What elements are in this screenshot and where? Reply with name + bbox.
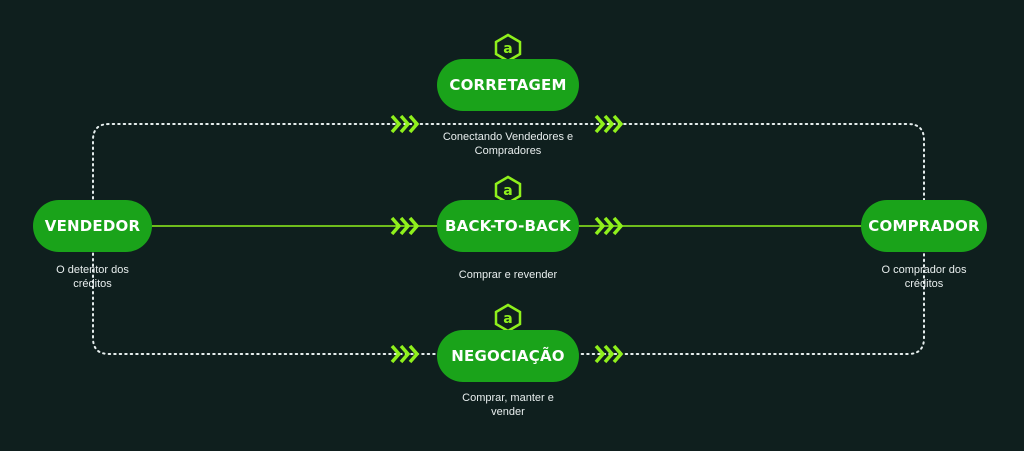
corretagem-node: CORRETAGEM [437, 59, 579, 111]
triple-chevron-right-icon [594, 344, 624, 364]
triple-chevron-right-icon [390, 344, 420, 364]
back-to-back-caption: Comprar e revender [458, 269, 558, 281]
triple-chevron-right-icon [390, 114, 420, 134]
negociacao-node: NEGOCIAÇÃO [437, 330, 579, 382]
svg-text:a: a [503, 41, 512, 57]
comprador-node: COMPRADOR [861, 200, 987, 252]
top-route-line [92, 123, 925, 227]
back-to-back-label: BACK-TO-BACK [445, 217, 571, 235]
comprador-caption: O comprador dos créditos [881, 264, 967, 290]
triple-chevron-right-icon [390, 216, 420, 236]
bottom-route-line [92, 225, 925, 355]
svg-text:a: a [503, 183, 512, 199]
triple-chevron-right-icon [594, 216, 624, 236]
negociacao-caption: Comprar, manter e vender [462, 392, 554, 418]
svg-text:a: a [503, 311, 512, 327]
vendedor-caption: O detentor dos créditos [56, 264, 129, 290]
negociacao-label: NEGOCIAÇÃO [451, 347, 565, 365]
corretagem-label: CORRETAGEM [449, 76, 567, 94]
back-to-back-node: BACK-TO-BACK [437, 200, 579, 252]
triple-chevron-right-icon [594, 114, 624, 134]
corretagem-caption: Conectando Vendedores e Compradores [442, 131, 574, 157]
vendedor-label: VENDEDOR [44, 217, 141, 235]
comprador-label: COMPRADOR [868, 217, 980, 235]
a-logo-icon: a [494, 303, 522, 333]
vendedor-node: VENDEDOR [33, 200, 152, 252]
